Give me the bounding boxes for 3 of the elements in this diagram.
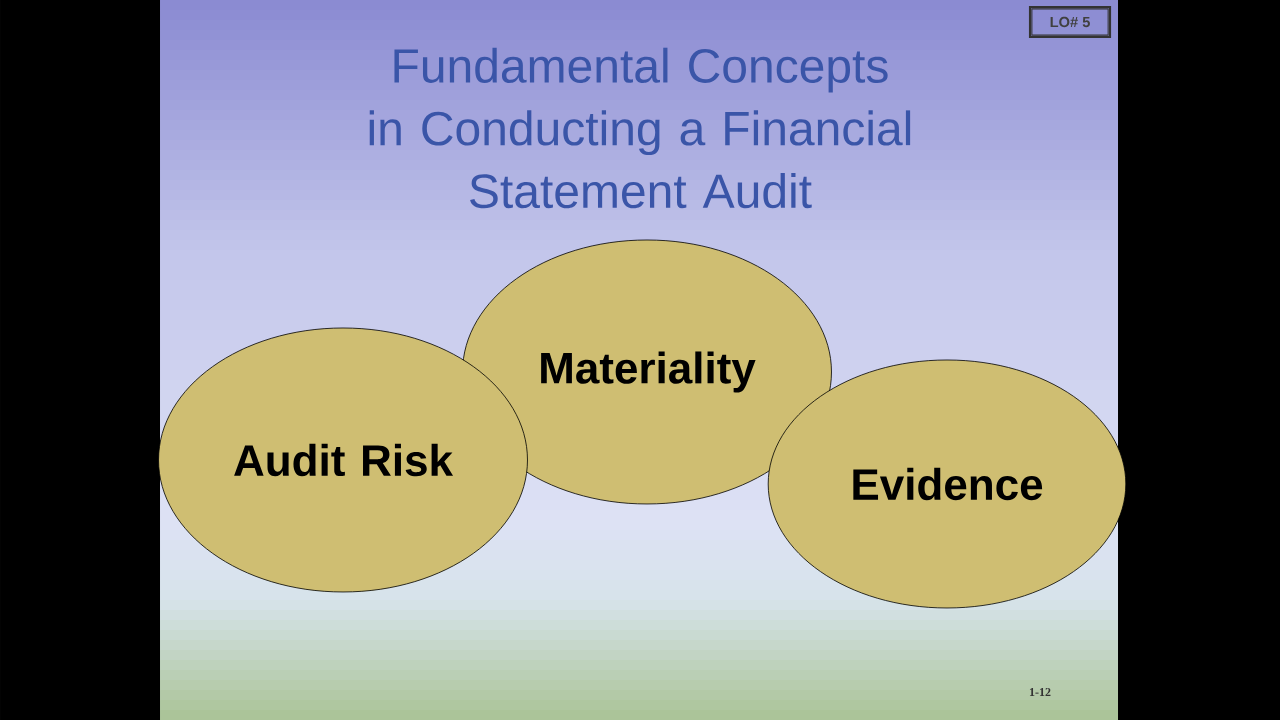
objective-tag: LO# 5	[1028, 5, 1112, 39]
slide-title: Fundamental Concepts in Conducting a Financial Statement Audit	[369, 47, 911, 209]
page-number: 1-12	[1029, 688, 1051, 696]
